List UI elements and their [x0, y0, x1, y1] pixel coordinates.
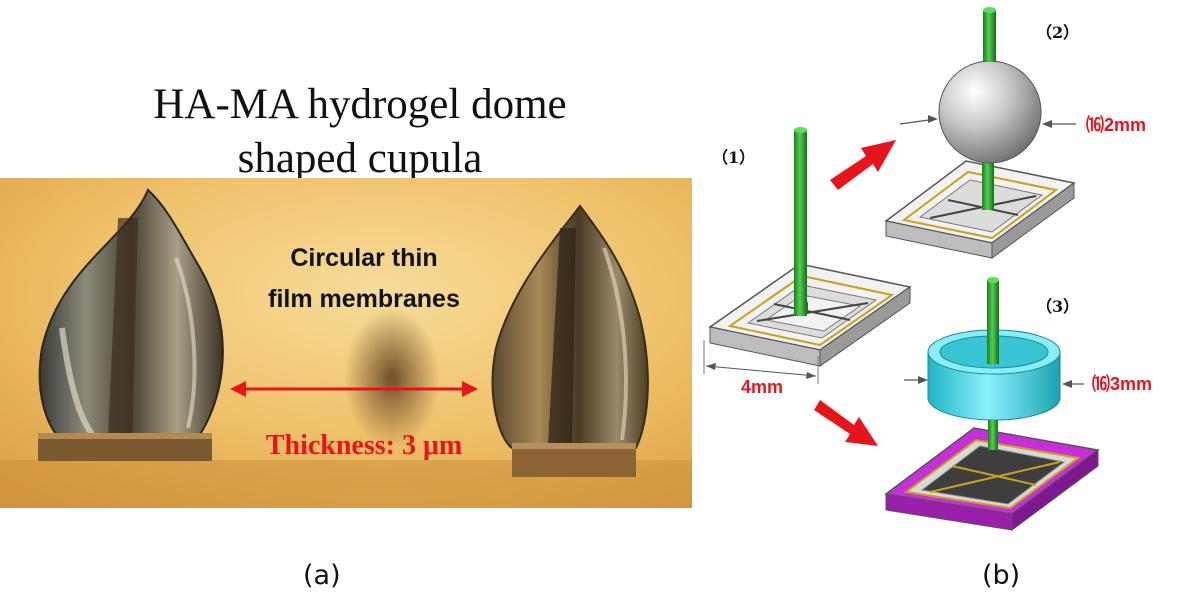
sensor-1: [708, 127, 912, 367]
sensor-2: [884, 7, 1076, 259]
red-arrow-to-step-2: [830, 140, 896, 190]
sphere-cupula: [938, 60, 1042, 164]
membrane-label-line1: Circular thin: [290, 244, 437, 272]
blurred-object: [344, 308, 440, 448]
step-2-label: （2）: [1036, 23, 1079, 42]
sensor-3: [884, 277, 1100, 531]
sensor-schematic: （1） （2） （3） 4mm: [703, 7, 1152, 531]
size-label-3mm: ⒃3mm: [1092, 373, 1152, 394]
thickness-label: Thickness: 3 μm: [266, 430, 462, 461]
thickness-double-arrow: [230, 381, 478, 397]
caption-b: (b): [982, 560, 1021, 591]
dimension-4mm: [703, 340, 819, 384]
panel-a-title-line1: HA-MA hydrogel dome: [153, 81, 567, 128]
cupula-photo: Circular thin film membranes Thickness: …: [0, 178, 692, 508]
size-label-4mm: 4mm: [741, 377, 783, 397]
size-label-2mm: ⒃2mm: [1086, 114, 1146, 135]
left-dome: [38, 188, 224, 461]
panel-a-title-line2: shaped cupula: [237, 135, 483, 182]
panel-a-title: HA-MA hydrogel dome shaped cupula: [60, 78, 660, 186]
right-dome: [491, 204, 649, 477]
cylinder-dimension-arrows: [904, 376, 1084, 388]
red-arrow-to-step-3: [814, 400, 878, 446]
sphere-dimension-arrows: [899, 115, 1076, 128]
membrane-label-line2: film membranes: [268, 285, 460, 313]
caption-a: (a): [303, 560, 341, 591]
step-1-label: （1）: [712, 148, 755, 167]
step-3-label: （3）: [1036, 297, 1079, 316]
